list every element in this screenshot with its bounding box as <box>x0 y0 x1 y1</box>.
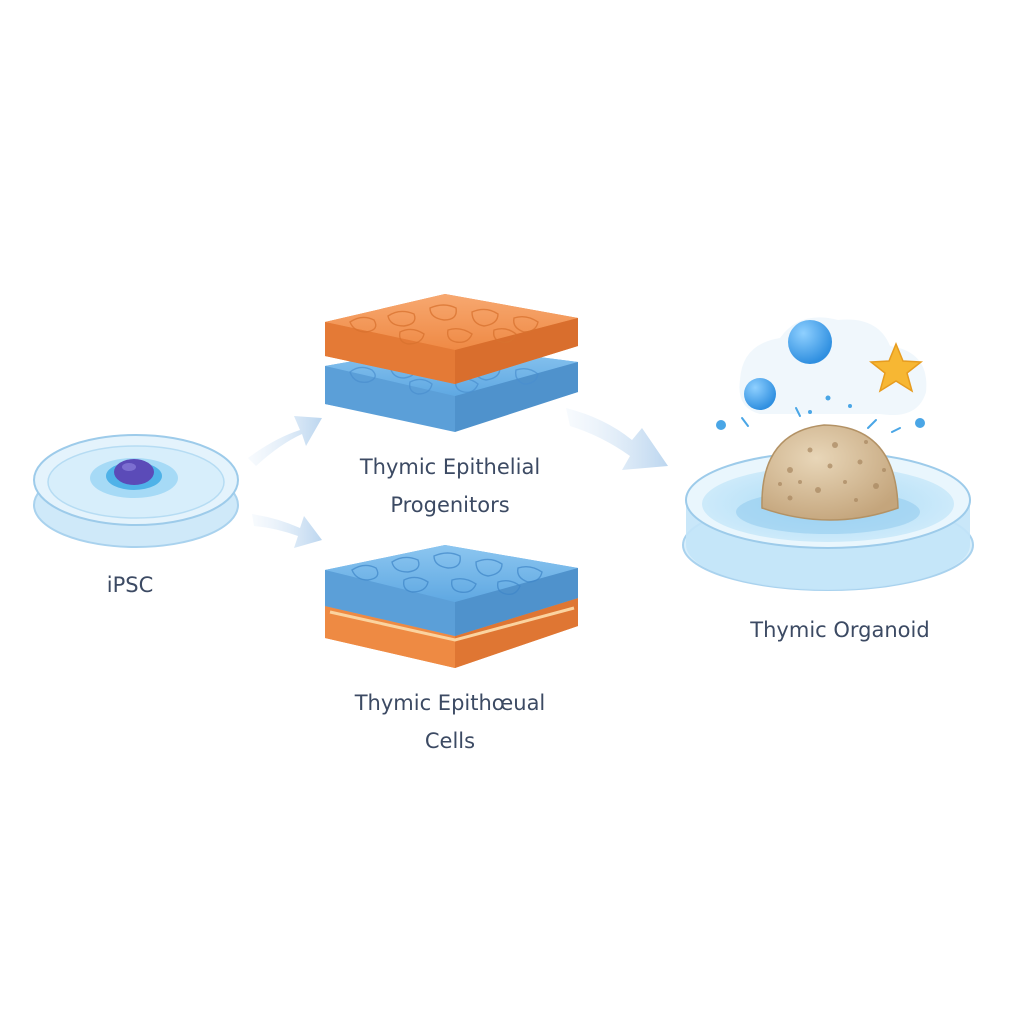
small-cell-sphere-icon <box>744 378 776 410</box>
epithelial-cells-label-line1: Thymic Epithœual <box>354 691 546 715</box>
organoid-label: Thymic Organoid <box>700 611 980 649</box>
organoid-label-text: Thymic Organoid <box>750 618 930 642</box>
stem-cell-icon <box>90 458 178 498</box>
ipsc-label: iPSC <box>60 566 200 604</box>
epithelial-cells-label: Thymic Epithœual Cells <box>300 684 600 760</box>
immune-cell-sphere-icon <box>788 320 832 364</box>
epithelial-cells-tissue-stack <box>325 545 578 668</box>
progenitors-label-line2: Progenitors <box>390 493 510 517</box>
organoid-signals-group <box>716 317 927 433</box>
progenitors-label: Thymic Epithelial Progenitors <box>300 448 600 524</box>
epithelial-cells-label-line2: Cells <box>424 729 476 753</box>
star-icon <box>868 342 924 393</box>
arrow-to-organoid-icon <box>566 408 668 470</box>
ipsc-petri-dish <box>33 434 239 548</box>
arrow-to-progenitors-icon <box>248 416 322 466</box>
arrow-to-epithelial-cells-icon <box>252 514 322 548</box>
thymic-organoid-icon <box>761 424 899 521</box>
progenitors-label-line1: Thymic Epithelial <box>359 455 541 479</box>
sparkle-dots-icon <box>716 395 925 430</box>
ipsc-label-text: iPSC <box>106 573 154 597</box>
progenitors-tissue-stack <box>325 294 578 432</box>
